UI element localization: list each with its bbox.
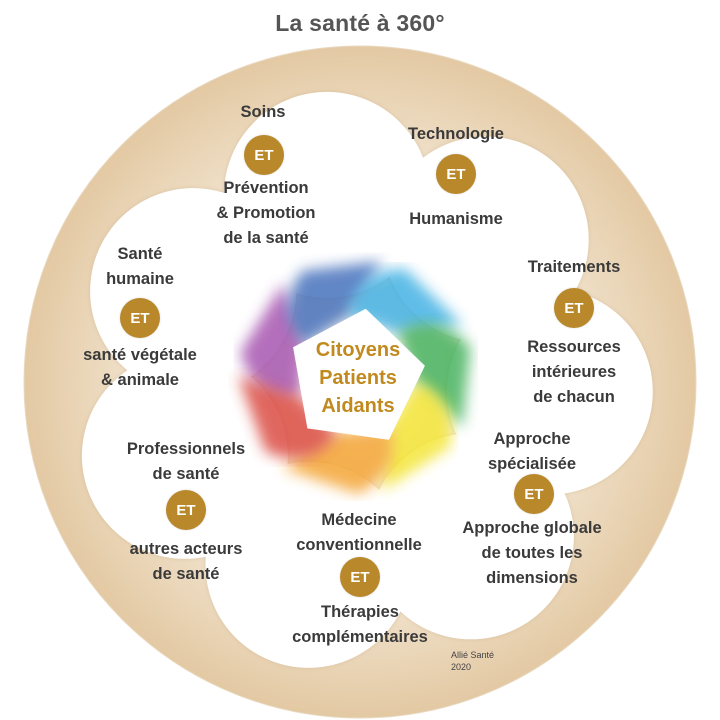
petal-medecine-bottom-line: complémentaires (292, 628, 428, 646)
credit-author: Allié Santé (451, 650, 495, 660)
et-badge-sante: ET (120, 298, 160, 338)
petal-approche-bottom-line: de toutes les (481, 544, 583, 562)
petal-approche-top-line: spécialisée (487, 455, 577, 473)
swirl-blade (397, 323, 471, 428)
petal-technologie-bottom-line: Humanisme (409, 210, 503, 228)
et-badge-professionnels: ET (166, 490, 206, 530)
center-line-aidants: Aidants (321, 395, 395, 417)
swirl-blade (238, 375, 337, 459)
petal-medecine-top-line: conventionnelle (296, 536, 422, 554)
petal-sante-bottom-line: santé végétale (83, 346, 197, 364)
petal-traitements-bottom-line: de chacun (533, 388, 615, 406)
credit-note: Allié Santé 2020 (451, 649, 494, 673)
petal-medecine-bottom: Thérapies complémentaires (292, 600, 428, 650)
petal-approche-bottom: Approche globale de toutes les dimension… (462, 516, 601, 591)
et-badge-medecine: ET (340, 557, 380, 597)
swirl-blade (282, 426, 393, 494)
petal-approche-top-line: Approche (493, 430, 571, 448)
petal-professionnels-top-line: Professionnels (126, 440, 246, 458)
petal-medecine-top: Médecine conventionnelle (296, 508, 422, 558)
diagram-title: La santé à 360° (275, 10, 445, 36)
petal-soins-bottom: Prévention & Promotion de la santé (217, 176, 316, 251)
center-line-patients: Patients (319, 367, 397, 389)
petal-soins-top: Soins (241, 100, 286, 125)
center-pentagon (293, 308, 425, 440)
petal-soins-bottom-line: & Promotion (216, 204, 316, 222)
petal-medecine-top-line: Médecine (321, 511, 397, 529)
petal-professionnels-bottom-line: autres acteurs (129, 540, 243, 558)
et-badge-traitements: ET (554, 288, 594, 328)
petal-traitements-bottom-line: Ressources (527, 338, 621, 356)
swirl-blade (348, 268, 463, 334)
et-badge-approche: ET (514, 474, 554, 514)
petal-approche-top: Approche spécialisée (488, 427, 576, 477)
petal-sante-bottom-line: & animale (101, 371, 179, 389)
petal-technologie-top-line: Technologie (408, 125, 504, 143)
outer-ring-edge (23, 45, 697, 719)
petal-soins-bottom-line: Prévention (223, 179, 309, 197)
et-badge-soins: ET (244, 135, 284, 175)
petal-sante-top-line: humaine (106, 270, 174, 288)
petal-professionnels (81, 352, 288, 559)
petal-medecine-bottom-line: Thérapies (321, 603, 399, 621)
petal-traitements-top: Traitements (528, 255, 621, 280)
petal-approche-bottom-line: Approche globale (462, 519, 602, 537)
petal-traitements-top-line: Traitements (527, 258, 621, 276)
petal-professionnels-bottom-line: de santé (152, 565, 220, 583)
petal-professionnels-top-line: de santé (152, 465, 220, 483)
petal-soins-top-line: Soins (240, 103, 286, 121)
swirl-blade (287, 261, 383, 345)
credit-year: 2020 (451, 662, 472, 672)
petal-group (81, 91, 653, 668)
petal-soins-bottom-line: de la santé (223, 229, 309, 247)
petal-approche-bottom-line: dimensions (486, 569, 578, 587)
petal-sante-top-line: Santé (117, 245, 163, 263)
color-swirl (238, 261, 471, 494)
et-badge-technologie: ET (436, 154, 476, 194)
petal-traitements-bottom-line: intérieures (531, 363, 617, 381)
petal-technologie-bottom: Humanisme (409, 207, 503, 232)
center-line-citoyens: Citoyens (315, 339, 401, 361)
petal-professionnels-bottom: autres acteurs de santé (130, 537, 243, 587)
petal-traitements-bottom: Ressources intérieures de chacun (527, 335, 621, 410)
petal-sante (90, 188, 297, 395)
petal-sante-top: Santé humaine (106, 242, 174, 292)
center-label: Citoyens Patients Aidants (316, 336, 400, 420)
petal-technologie-top: Technologie (408, 122, 504, 147)
petal-sante-bottom: santé végétale & animale (83, 343, 197, 393)
petal-professionnels-top: Professionnels de santé (127, 437, 245, 487)
